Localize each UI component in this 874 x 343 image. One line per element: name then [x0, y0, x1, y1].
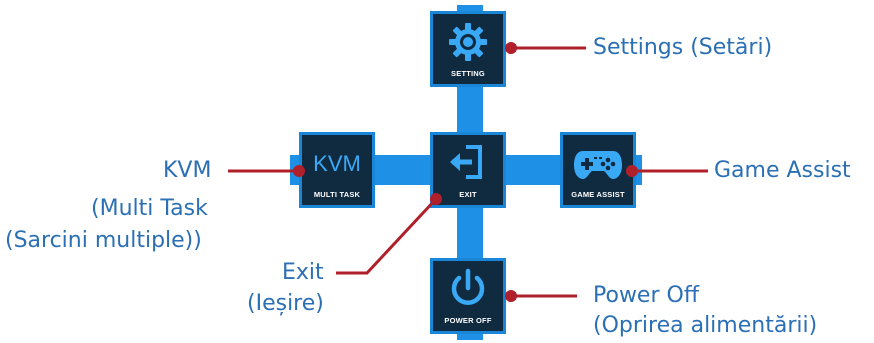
game-assist-callout: Game Assist [714, 158, 851, 183]
kvm-callout-line1: KVM [163, 158, 212, 183]
exit-leader-line [336, 197, 438, 275]
power-icon [451, 268, 485, 305]
exit-icon [450, 145, 482, 179]
kvm-callout-line2: (Multi Task [91, 196, 208, 221]
exit-tile[interactable]: EXIT [430, 132, 506, 208]
exit-callout-line1: Exit [282, 260, 324, 285]
kvm-callout-line3: (Sarcini multiple)) [5, 228, 202, 253]
game-assist-tile[interactable]: GAME ASSIST [560, 132, 636, 208]
power-off-callout-line1: Power Off [593, 283, 699, 308]
kvm-icon-text: KVM [313, 151, 361, 176]
exit-caption: EXIT [459, 190, 477, 199]
settings-callout: Settings (Setări) [593, 35, 773, 60]
exit-leader-dot [430, 193, 442, 205]
game-assist-caption: GAME ASSIST [571, 190, 625, 199]
exit-callout-line2: (Ieșire) [247, 291, 324, 316]
settings-leader-dot [505, 42, 517, 54]
kvm-leader-dot [293, 165, 305, 177]
gamepad-icon [574, 151, 622, 179]
setting-tile[interactable]: SETTING [430, 11, 506, 87]
setting-caption: SETTING [451, 69, 485, 78]
power-off-caption: POWER OFF [444, 316, 492, 325]
power-off-leader-dot [505, 290, 517, 302]
power-off-tile[interactable]: POWER OFF [430, 258, 506, 334]
game-assist-leader-dot [626, 165, 638, 177]
gear-icon [449, 23, 487, 61]
multi-task-caption: MULTI TASK [313, 190, 361, 199]
power-off-callout-line2: (Oprirea alimentării) [593, 313, 818, 338]
